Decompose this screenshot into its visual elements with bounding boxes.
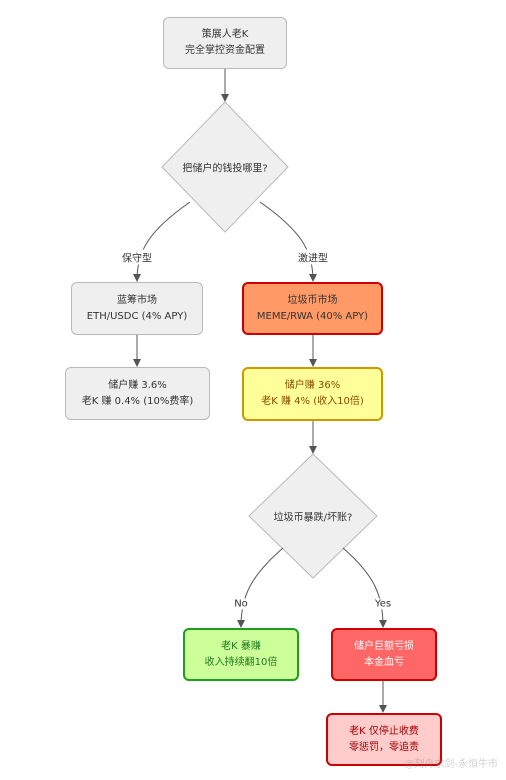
decision1-text: 把储户的钱投哪里?	[182, 163, 268, 175]
start-line2: 完全掌控资金配置	[185, 45, 265, 56]
no-result-line1: 老K 暴赚	[221, 640, 261, 652]
aggressive-line1: 垃圾币市场	[287, 294, 338, 306]
yes-result-line2: 本金血亏	[364, 656, 404, 668]
no-result-node: 老K 暴赚 收入持续翻10倍	[183, 628, 299, 681]
conservative-line1: 蓝筹市场	[117, 294, 157, 306]
decision2-text: 垃圾币暴跌/坏账?	[273, 512, 353, 524]
aggressive-result-line1: 储户赚 36%	[284, 380, 341, 391]
final-line2: 零惩罚，零追责	[349, 741, 419, 753]
edge-decision2-yes	[342, 547, 387, 628]
edge-decision2-no	[237, 547, 284, 628]
edge-label-no: No	[232, 598, 250, 610]
conservative-line2: ETH/USDC (4% APY)	[86, 310, 188, 322]
conservative-node: 蓝筹市场 ETH/USDC (4% APY)	[71, 282, 203, 335]
decision1-diamond	[161, 101, 289, 233]
decision2-diamond	[248, 453, 378, 579]
conservative-result-line2: 老K 赚 0.4% (10%费率)	[81, 395, 194, 407]
final-line1: 老K 仅停止收费	[349, 725, 419, 737]
yes-result-line1: 储户巨额亏损	[354, 640, 414, 652]
final-node: 老K 仅停止收费 零惩罚，零追责	[326, 713, 442, 766]
conservative-result-line1: 储户赚 3.6%	[108, 379, 167, 391]
edge-label-conservative: 保守型	[120, 249, 154, 265]
aggressive-node: 垃圾币市场 MEME/RWA (40% APY)	[242, 282, 383, 335]
start-node: 策展人老K 完全掌控资金配置	[163, 17, 287, 69]
conservative-result-node: 储户赚 3.6% 老K 赚 0.4% (10%费率)	[65, 367, 210, 420]
edge-label-aggressive: 激进型	[296, 249, 330, 265]
watermark: @刻舟求剑-永恒牛市	[404, 759, 498, 770]
aggressive-result-node: 储户赚 36% 老K 赚 4% (收入10倍)	[242, 367, 383, 421]
aggressive-result-line2: 老K 赚 4% (收入10倍)	[261, 396, 364, 407]
no-result-line2: 收入持续翻10倍	[204, 656, 278, 668]
edge-decision1-conservative	[133, 201, 191, 282]
edge-decision1-aggressive	[259, 201, 317, 282]
edge-label-yes: Yes	[372, 598, 394, 610]
start-line1: 策展人老K	[201, 29, 249, 40]
aggressive-line2: MEME/RWA (40% APY)	[256, 310, 369, 322]
yes-result-node: 储户巨额亏损 本金血亏	[331, 628, 437, 681]
